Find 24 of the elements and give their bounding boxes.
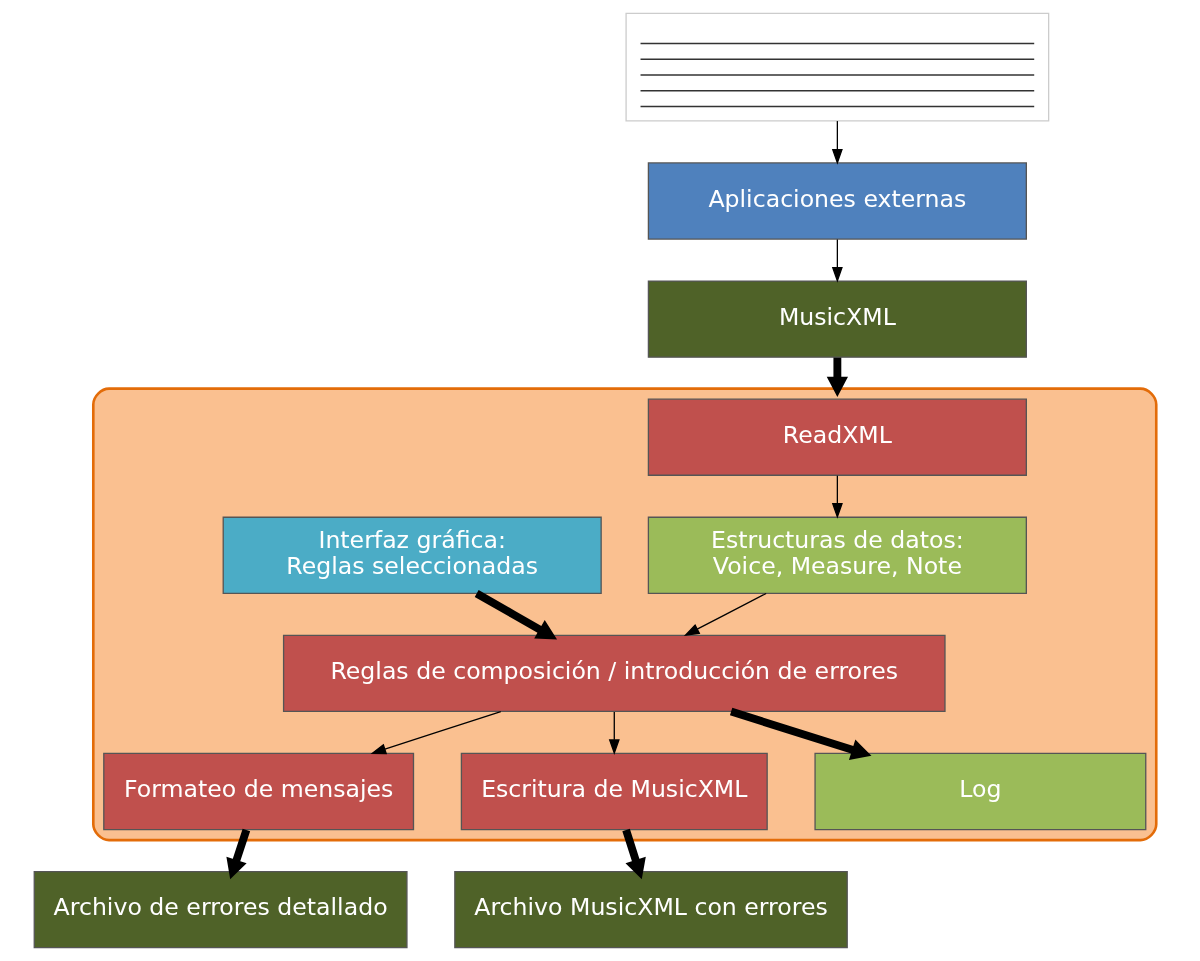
arrow xyxy=(831,120,843,165)
node-box: MusicXML xyxy=(647,280,1027,358)
arrow xyxy=(369,710,501,755)
arrow xyxy=(831,238,843,283)
node-box: Formateo de mensajes xyxy=(102,752,414,831)
arrow xyxy=(474,590,557,640)
node-box: Escritura de MusicXML xyxy=(460,752,768,831)
arrow xyxy=(831,475,843,519)
node-box: Archivo MusicXML con errores xyxy=(453,870,848,949)
node-box: Log xyxy=(813,752,1146,831)
node-picture xyxy=(624,12,1049,122)
node-box: Archivo de errores detallado xyxy=(33,870,408,949)
arrow xyxy=(826,357,848,398)
cluster xyxy=(91,387,1158,842)
arrow xyxy=(729,707,871,760)
node-box: Aplicaciones externas xyxy=(647,162,1027,240)
node-box: ReadXML xyxy=(647,398,1027,476)
node-box: Estructuras de datos: Voice, Measure, Note xyxy=(647,516,1027,594)
arrow xyxy=(608,711,620,756)
node-box: Interfaz gráfica: Reglas seleccionadas xyxy=(222,516,602,594)
arrow xyxy=(683,592,767,637)
arrow xyxy=(621,828,646,880)
node-box: Reglas de composición / introducción de errores xyxy=(282,634,946,713)
arrow xyxy=(225,828,250,880)
